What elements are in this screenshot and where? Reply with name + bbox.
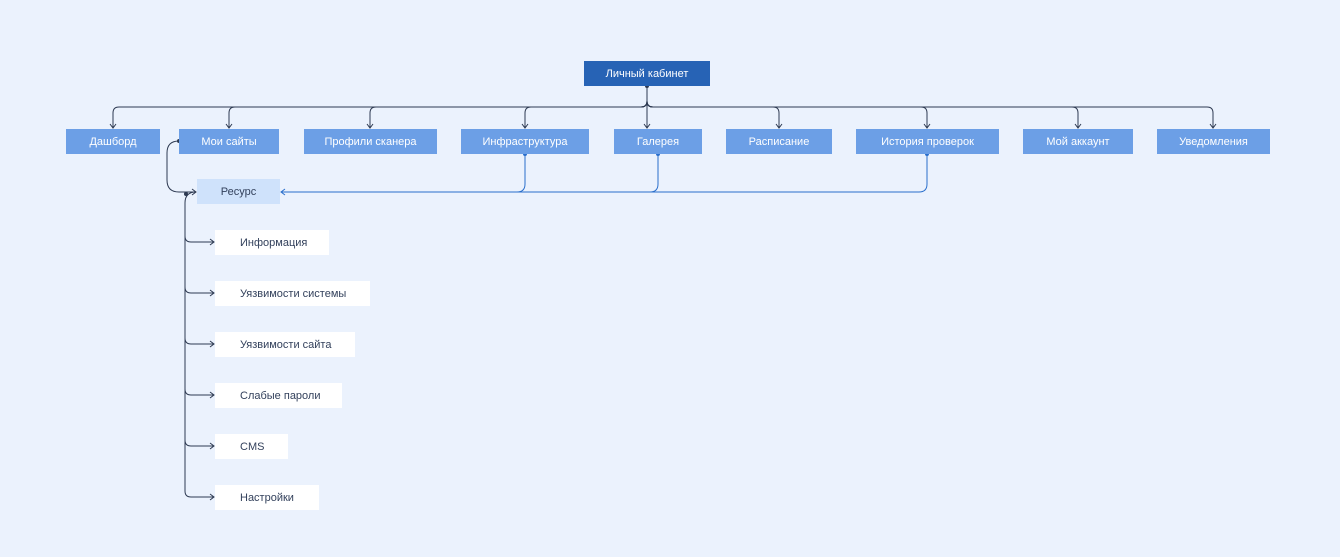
leaf-label: Уязвимости системы <box>240 287 347 300</box>
root-to-section-connector <box>369 100 648 128</box>
leaf-label: Слабые пароли <box>240 389 321 402</box>
resource-item-settings: Настройки <box>215 485 319 510</box>
arrowhead <box>209 391 215 399</box>
my-sites-to-resource-connector <box>166 140 196 193</box>
arrowhead <box>366 123 374 129</box>
arrowhead <box>209 340 215 348</box>
arrowhead <box>280 188 286 196</box>
resource-item-information: Информация <box>215 230 329 255</box>
section-node-infrastructure: Инфраструктура <box>461 129 589 154</box>
arrowhead <box>521 123 529 129</box>
leaf-label: Информация <box>240 236 308 249</box>
arrowhead <box>225 123 233 129</box>
arrowhead <box>1209 123 1217 129</box>
root-node-personal-account: Личный кабинет <box>584 61 710 86</box>
section-label: Мои сайты <box>201 135 257 148</box>
root-to-section-connector <box>646 100 780 128</box>
arrowhead <box>209 442 215 450</box>
root-to-section-connector <box>228 100 648 128</box>
resource-to-item-connector <box>184 337 214 345</box>
section-node-my-sites: Мои сайты <box>179 129 279 154</box>
arrowhead <box>209 238 215 246</box>
section-label: История проверок <box>881 135 974 148</box>
section-node-my-account: Мой аккаунт <box>1023 129 1133 154</box>
section-node-schedule: Расписание <box>726 129 832 154</box>
section-label: Расписание <box>748 135 810 148</box>
section-node-notifications: Уведомления <box>1157 129 1270 154</box>
section-label: Дашборд <box>89 135 137 148</box>
connector-dot <box>184 192 188 196</box>
blue-link-connector <box>281 154 526 193</box>
arrowhead <box>1074 123 1082 129</box>
resource-to-item-connector <box>184 388 214 396</box>
leaf-label: Уязвимости сайта <box>240 338 332 351</box>
section-label: Инфраструктура <box>482 135 568 148</box>
section-label: Профили сканера <box>324 135 417 148</box>
blue-link-connector <box>281 154 659 193</box>
section-node-gallery: Галерея <box>614 129 702 154</box>
resource-to-item-connector <box>184 286 214 294</box>
root-to-section-connector <box>646 100 928 128</box>
resource-node: Ресурс <box>197 179 280 204</box>
resource-label: Ресурс <box>220 185 257 198</box>
arrowhead <box>109 123 117 129</box>
leaf-label: Настройки <box>240 491 294 504</box>
root-to-section-connector <box>646 100 1079 128</box>
resource-item-cms: CMS <box>215 434 288 459</box>
section-node-scan-history: История проверок <box>856 129 999 154</box>
root-to-section-connector <box>524 100 648 128</box>
section-label: Галерея <box>636 135 680 148</box>
section-label: Мой аккаунт <box>1046 135 1110 148</box>
arrowhead <box>209 493 215 501</box>
arrowhead <box>775 123 783 129</box>
section-label: Уведомления <box>1179 135 1248 148</box>
section-node-scanner-profiles: Профили сканера <box>304 129 437 154</box>
resource-item-system-vulnerabilities: Уязвимости системы <box>215 281 370 306</box>
resource-to-item-connector <box>184 235 214 243</box>
resource-item-site-vulnerabilities: Уязвимости сайта <box>215 332 355 357</box>
resource-item-weak-passwords: Слабые пароли <box>215 383 342 408</box>
root-to-section-connector <box>646 100 1214 128</box>
arrowhead <box>643 123 651 129</box>
arrowhead <box>923 123 931 129</box>
root-to-section-connector <box>112 100 648 128</box>
root-label: Личный кабинет <box>605 67 689 80</box>
arrowhead <box>209 289 215 297</box>
resource-to-item-connector <box>184 490 214 498</box>
section-node-dashboard: Дашборд <box>66 129 160 154</box>
leaf-label: CMS <box>240 440 265 453</box>
blue-link-connector <box>281 154 928 193</box>
resource-to-item-connector <box>184 439 214 447</box>
